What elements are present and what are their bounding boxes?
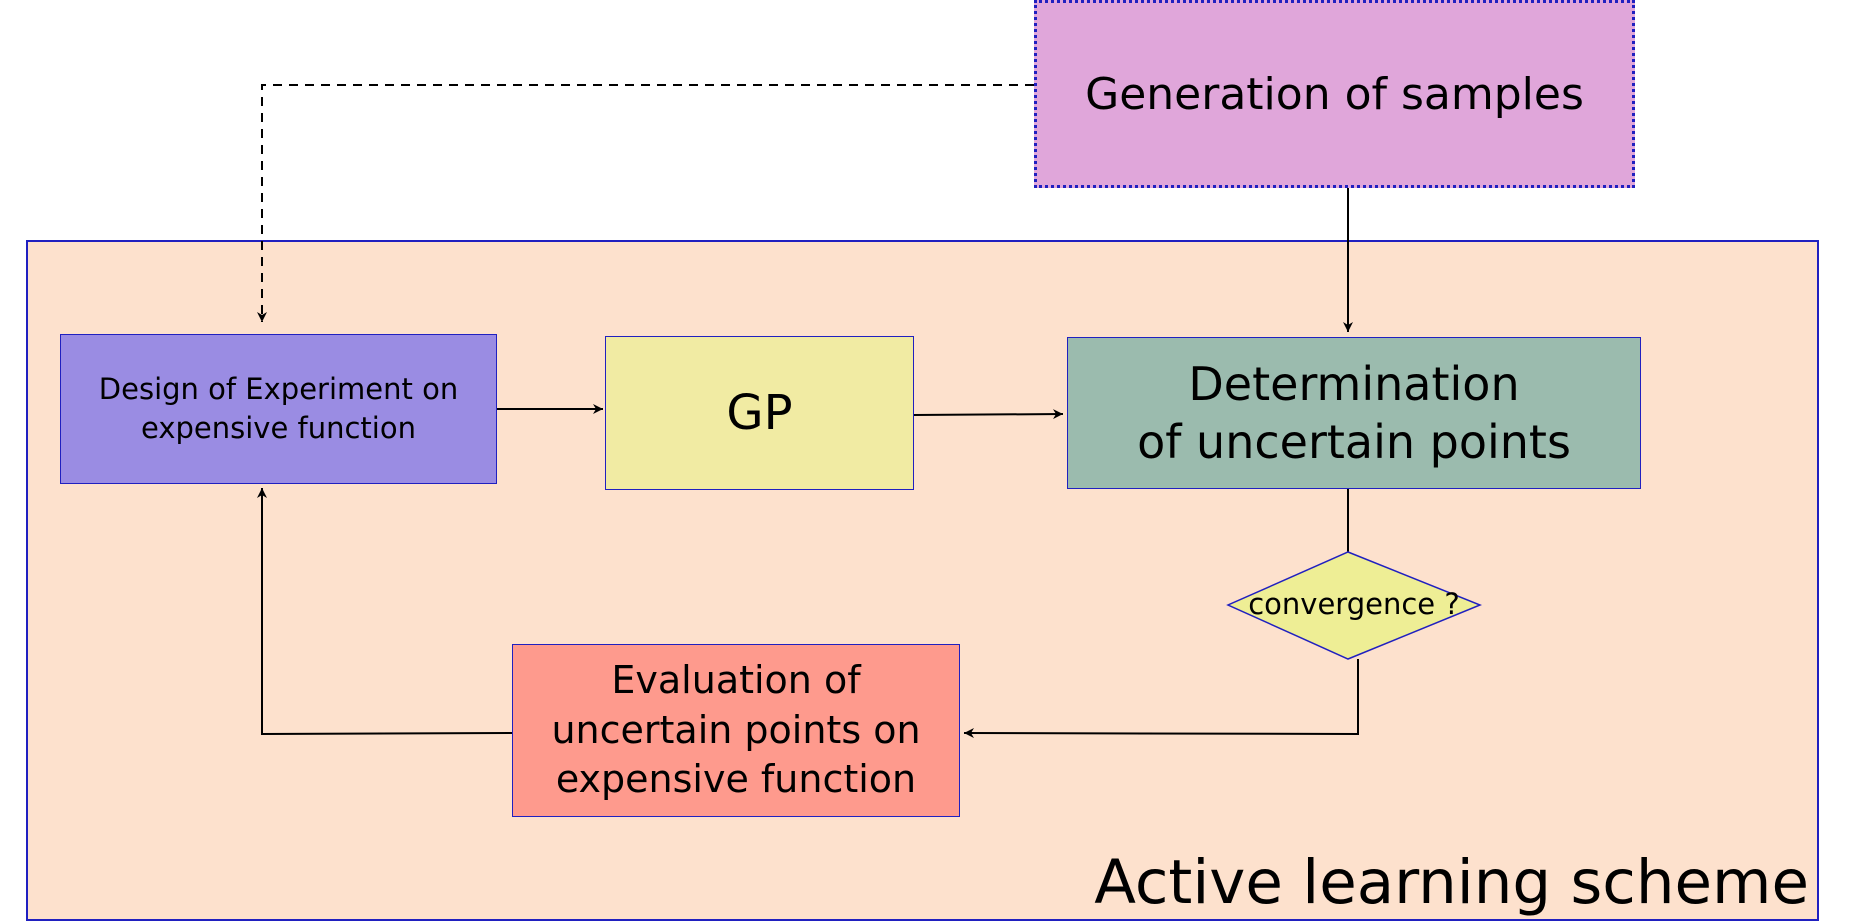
design-of-experiment-node: Design of Experiment on expensive functi… [60, 334, 497, 484]
convergence-decision-label: convergence ? [1248, 587, 1460, 621]
determination-node: Determination of uncertain points [1067, 337, 1641, 489]
generation-of-samples-node: Generation of samples [1034, 0, 1635, 188]
gp-node: GP [605, 336, 914, 490]
edge-gp-to-determination [913, 409, 1064, 420]
edge-samples-to-doe [257, 84, 1034, 322]
edge-convergence-to-evaluation [963, 659, 1359, 739]
convergence-decision-shape [1226, 551, 1482, 660]
container-title: Active learning scheme [1094, 847, 1809, 918]
edge-evaluation-to-doe [257, 488, 513, 736]
evaluation-node: Evaluation of uncertain points on expens… [512, 644, 960, 817]
